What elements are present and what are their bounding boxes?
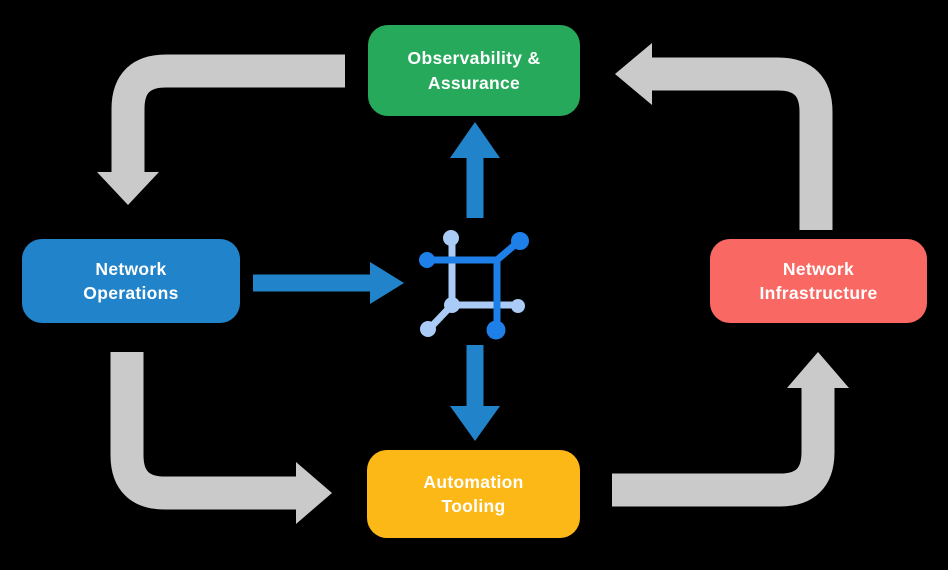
node-network-operations: Network Operations (22, 239, 240, 323)
node-automation-tooling-label: Automation Tooling (423, 471, 524, 517)
arrow-core-to-automation (450, 345, 500, 441)
node-network-infrastructure-label: Network Infrastructure (759, 258, 878, 304)
arrow-operations-to-core (253, 262, 404, 304)
network-mesh-icon (419, 230, 529, 340)
node-automation-tooling: Automation Tooling (367, 450, 580, 538)
arrow-infrastructure-to-observability (615, 43, 833, 230)
node-observability-assurance-label: Observability & Assurance (407, 48, 541, 93)
node-network-operations-label: Network Operations (83, 258, 179, 304)
arrow-core-to-observability (450, 122, 500, 218)
node-observability-assurance: Observability & Assurance (368, 25, 580, 116)
arrow-observability-to-operations (97, 54, 345, 205)
node-network-infrastructure: Network Infrastructure (710, 239, 927, 323)
arrow-automation-to-infrastructure (612, 352, 849, 507)
arrow-operations-to-automation (110, 352, 332, 524)
